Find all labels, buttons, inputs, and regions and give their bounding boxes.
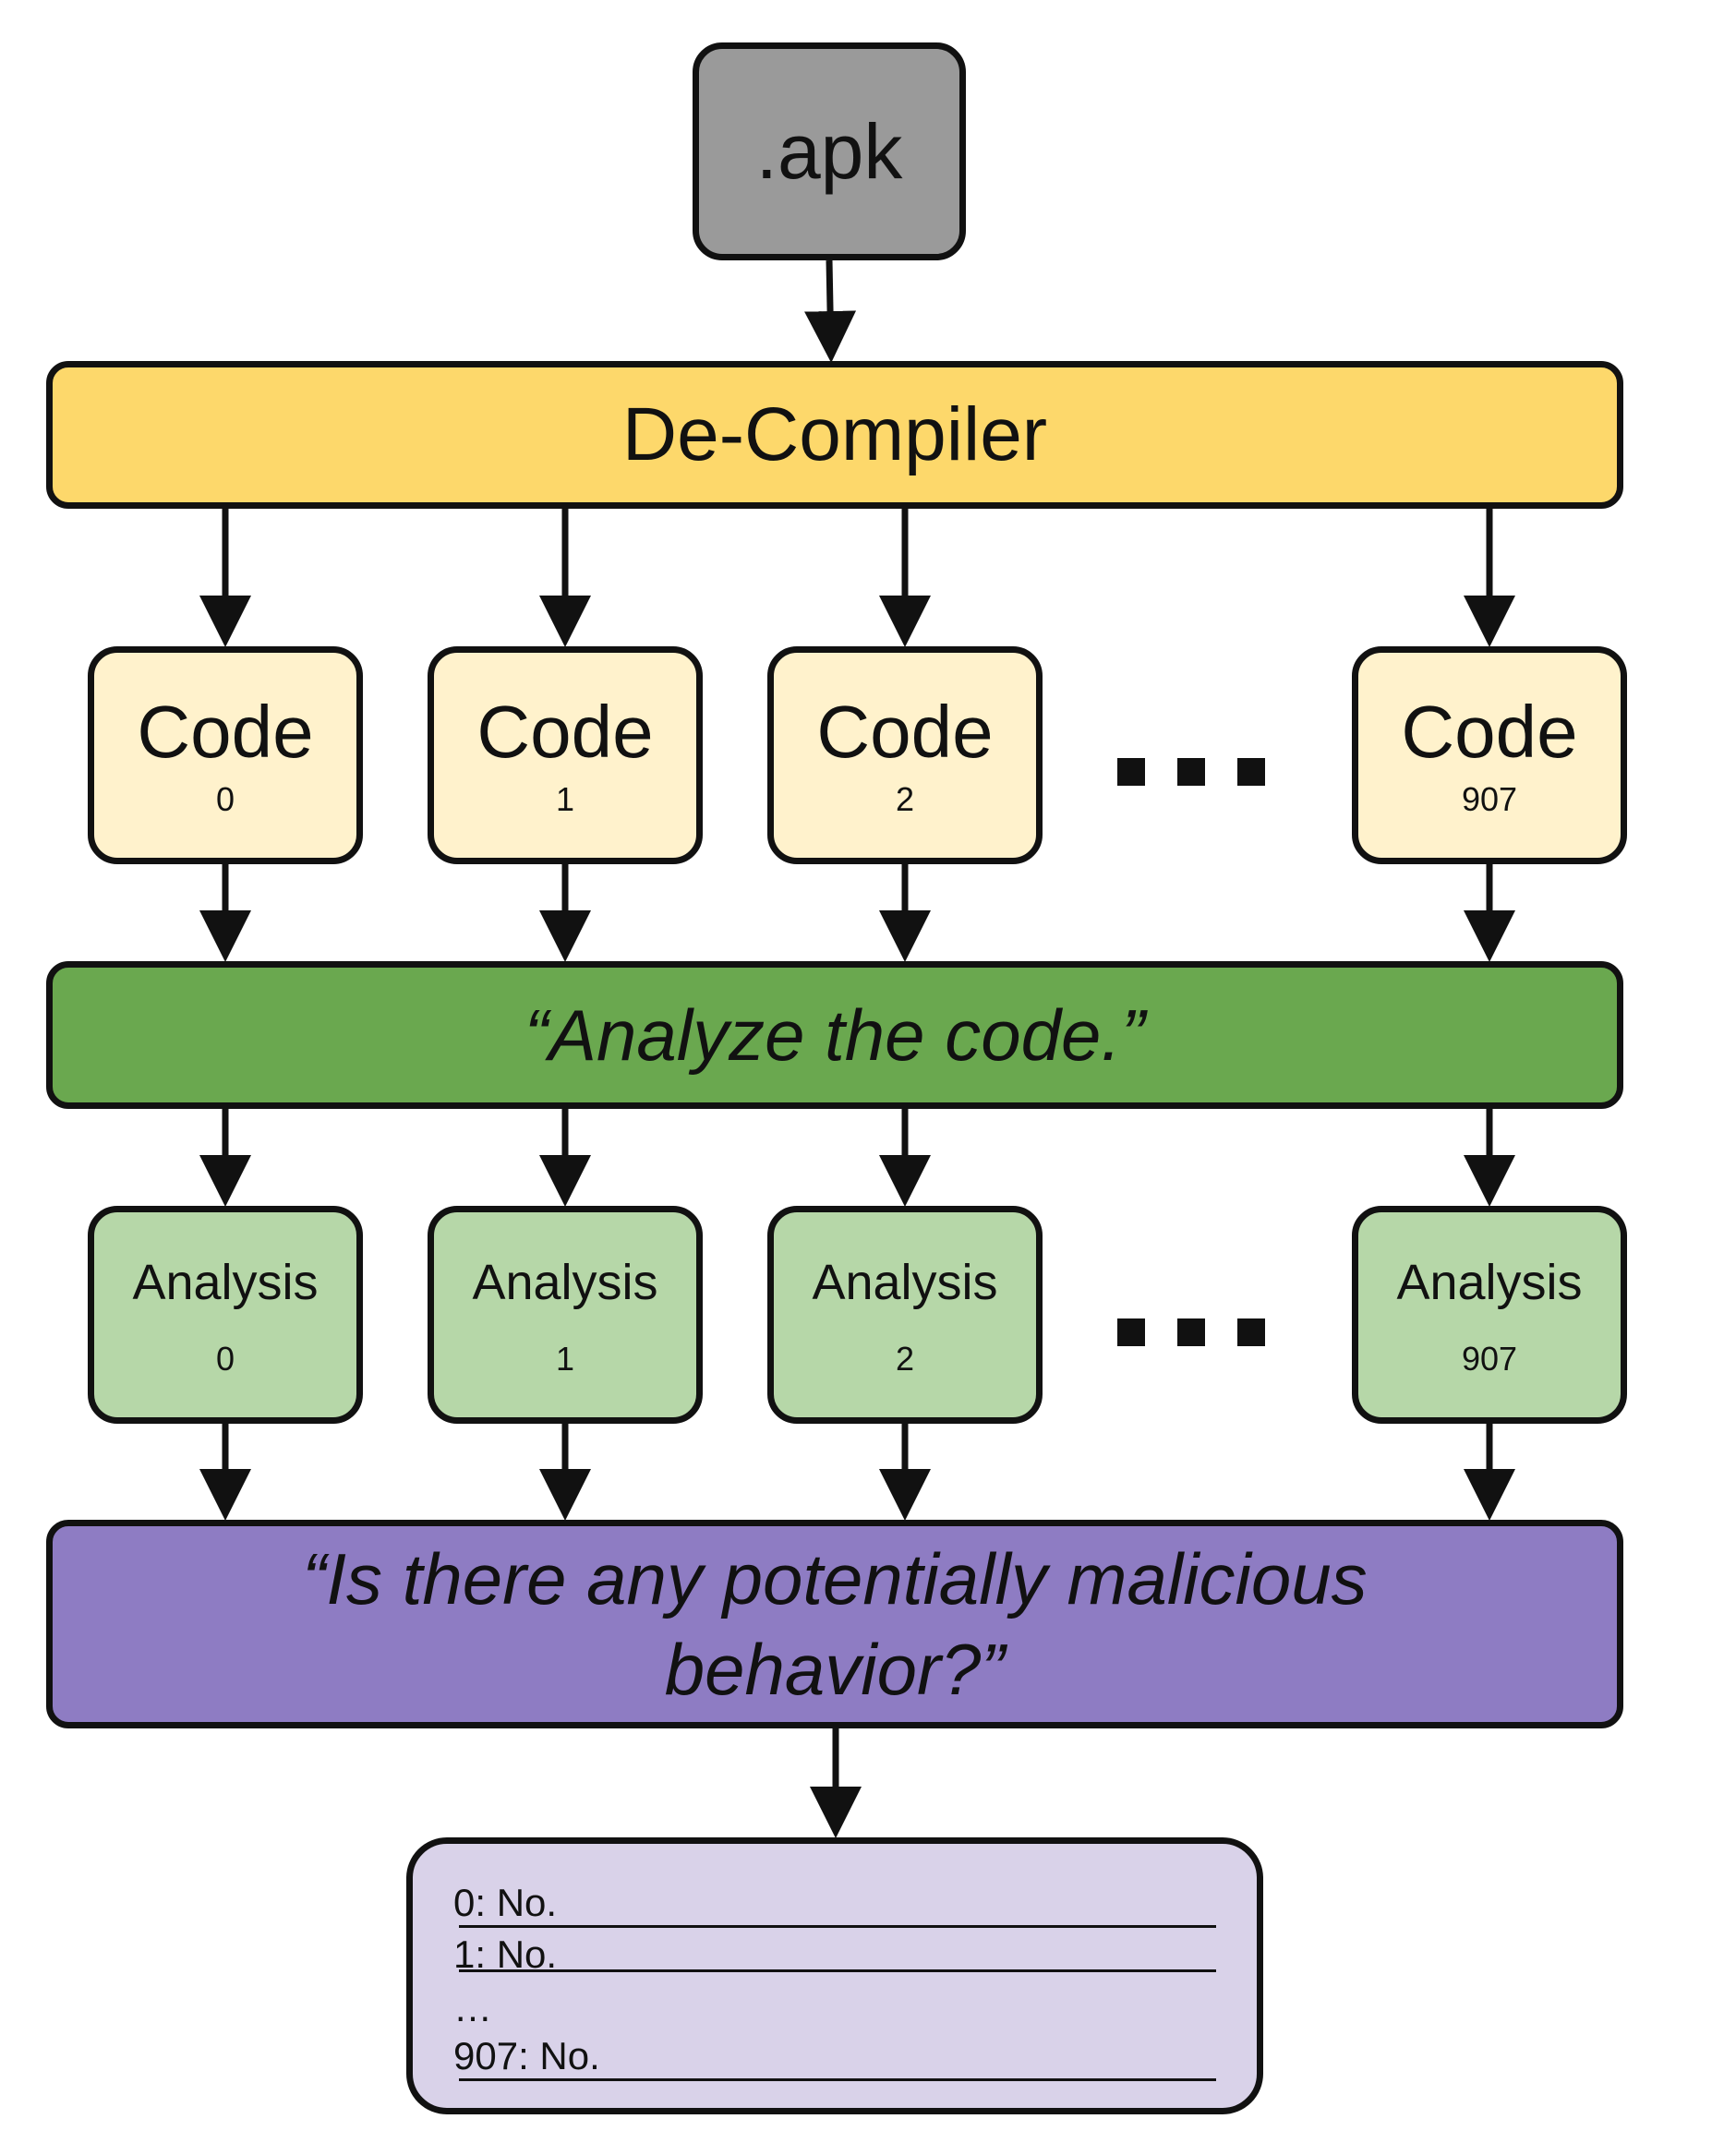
code-node-2: Code 2 — [767, 646, 1043, 864]
code-node-index: 2 — [895, 780, 915, 818]
results-list: 0: No. 1: No. … 907: No. — [406, 1837, 1263, 2114]
analysis-node-label: Analysis — [812, 1255, 998, 1310]
code-node-label: Code — [476, 691, 654, 773]
code-node-label: Code — [137, 691, 314, 773]
malicious-behavior-prompt-label: “Is there any potentially malicious beha… — [302, 1538, 1368, 1710]
code-node-907: Code 907 — [1352, 646, 1627, 864]
analysis-node-label: Analysis — [472, 1255, 658, 1310]
analysis-node-907: Analysis 907 — [1352, 1206, 1627, 1424]
apk-file-node: .apk — [693, 42, 966, 260]
result-line-0: 0: No. — [453, 1881, 558, 1924]
analyze-prompt-label: “Analyze the code.” — [524, 993, 1146, 1076]
analysis-node-index: 2 — [895, 1340, 915, 1378]
code-node-index: 1 — [555, 780, 575, 818]
decompiler-label: De-Compiler — [621, 392, 1048, 476]
result-line-ellipsis: … — [453, 1986, 492, 2029]
analysis-node-1: Analysis 1 — [428, 1206, 703, 1424]
result-line-907: 907: No. — [453, 2034, 600, 2077]
apk-label: .apk — [755, 107, 903, 195]
ellipsis-dot — [1177, 758, 1205, 786]
malicious-behavior-prompt-stage: “Is there any potentially malicious beha… — [46, 1520, 1623, 1728]
analysis-node-label: Analysis — [1396, 1255, 1583, 1310]
code-node-label: Code — [816, 691, 994, 773]
decompiler-stage: De-Compiler — [46, 361, 1623, 509]
code-ellipsis — [1117, 758, 1265, 786]
code-node-index: 0 — [215, 780, 235, 818]
ellipsis-dot — [1237, 1318, 1265, 1346]
result-underline — [459, 2078, 1216, 2081]
analysis-node-index: 907 — [1461, 1340, 1518, 1378]
analysis-ellipsis — [1117, 1318, 1265, 1346]
analysis-node-2: Analysis 2 — [767, 1206, 1043, 1424]
code-node-label: Code — [1401, 691, 1578, 773]
code-node-0: Code 0 — [88, 646, 363, 864]
analysis-node-index: 0 — [215, 1340, 235, 1378]
arrow-apk-to-decompiler — [804, 259, 857, 363]
code-node-1: Code 1 — [428, 646, 703, 864]
ellipsis-dot — [1177, 1318, 1205, 1346]
analysis-node-index: 1 — [555, 1340, 575, 1378]
ellipsis-dot — [1237, 758, 1265, 786]
analysis-node-0: Analysis 0 — [88, 1206, 363, 1424]
result-line-1: 1: No. — [453, 1932, 558, 1976]
result-underline — [459, 1925, 1216, 1928]
analysis-node-label: Analysis — [132, 1255, 319, 1310]
result-underline — [459, 1969, 1216, 1972]
code-node-index: 907 — [1461, 780, 1518, 818]
ellipsis-dot — [1117, 758, 1145, 786]
analyze-prompt-stage: “Analyze the code.” — [46, 961, 1623, 1109]
ellipsis-dot — [1117, 1318, 1145, 1346]
